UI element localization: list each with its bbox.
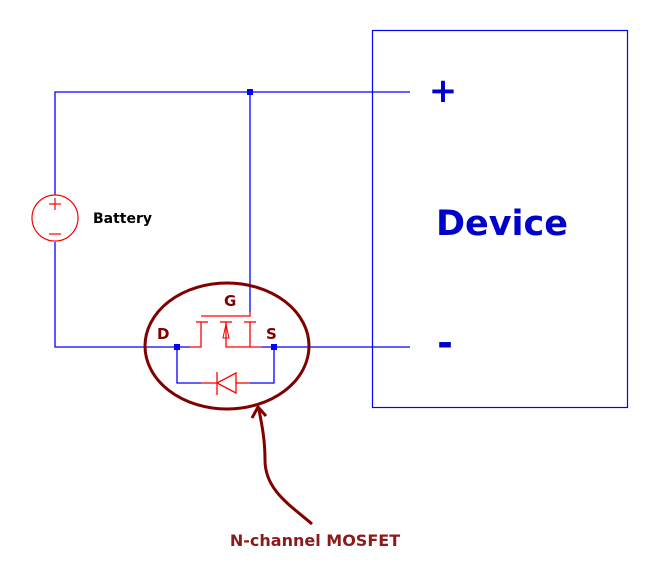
wires: [54, 91, 410, 384]
body-diode: [201, 371, 250, 395]
plus-terminal-label: +: [429, 71, 458, 111]
mosfet-symbol: [190, 312, 262, 348]
source-terminal: [271, 344, 277, 350]
diode-loop-wire-right: [250, 347, 275, 384]
device-label: Device: [436, 204, 568, 244]
junction-top: [247, 89, 253, 95]
mosfet-highlight-ellipse: [143, 281, 311, 411]
gate-label: G: [224, 292, 236, 310]
bottom-left-wire: [54, 242, 190, 348]
drain-terminal: [174, 344, 180, 350]
battery-label: Battery: [93, 211, 152, 227]
battery-symbol: [31, 194, 79, 242]
source-label: S: [266, 325, 277, 343]
diode-loop-wire: [176, 347, 201, 384]
minus-terminal-label: -: [437, 321, 453, 365]
arrow-head-icon: [250, 404, 268, 419]
device-box: [371, 29, 629, 409]
annotation-arrow: [257, 409, 313, 526]
top-wire: [54, 91, 410, 195]
mosfet-label: N-channel MOSFET: [230, 531, 400, 550]
drain-label: D: [157, 325, 169, 343]
